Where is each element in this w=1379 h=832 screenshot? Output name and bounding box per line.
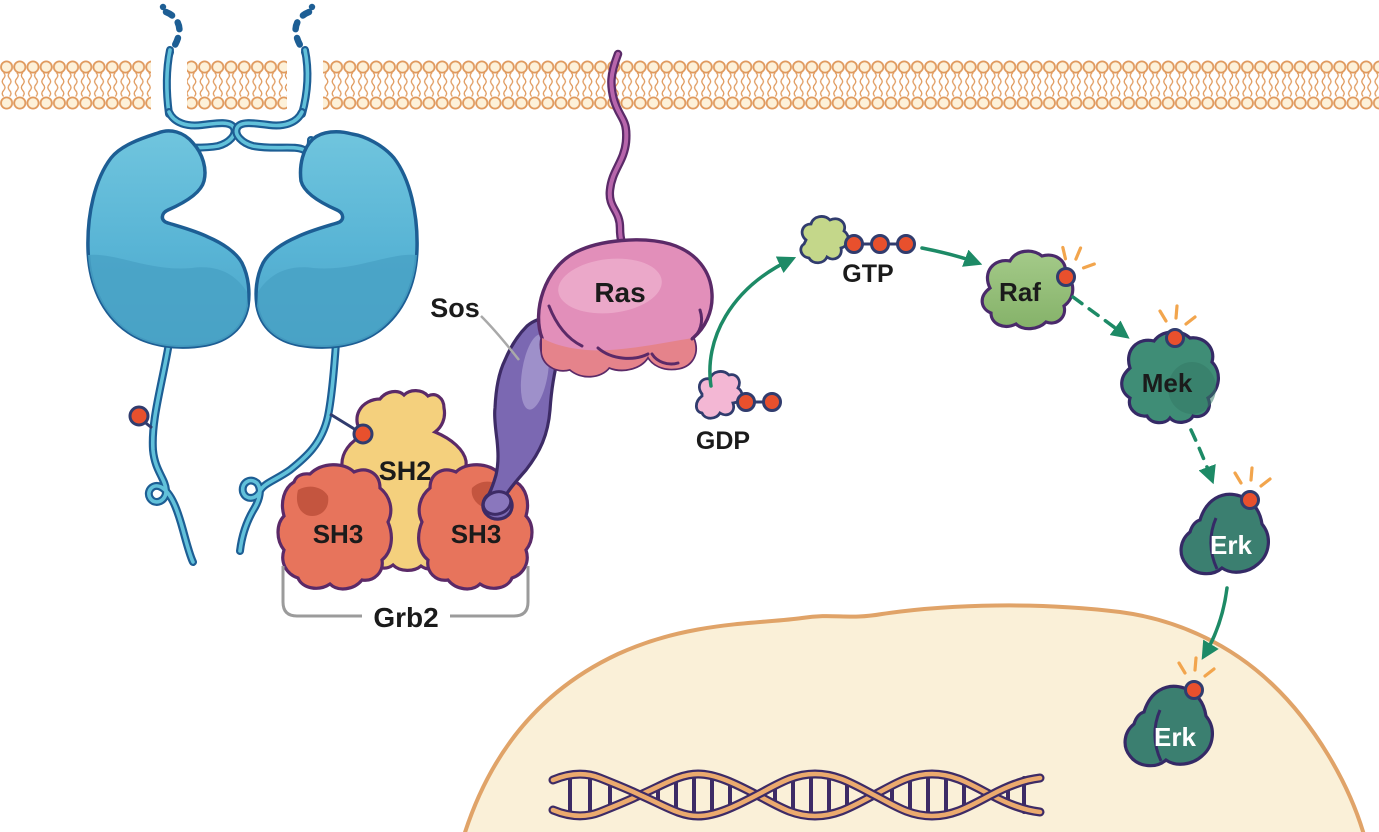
sos-label: Sos [430,293,480,323]
mek-shading [1168,362,1216,414]
receptor-tail-right [236,339,340,555]
ras-protein [536,238,714,378]
gdp-label: GDP [696,427,750,455]
receptor-ectodomain-dashes-left [159,3,183,58]
ras-label: Ras [594,277,645,308]
sh3-left-shadow [296,486,329,516]
nuclear-envelope [463,603,1366,832]
phospho-dot [1184,680,1204,700]
lipid-bilayer [0,60,1379,110]
erk-lobe-line [1153,709,1163,762]
phosphate-dot [762,392,782,412]
gtp-blob [799,215,850,265]
gtp-raf-activation-arrow [920,246,983,267]
phosphate-dot [844,234,864,254]
erk-nuclear-label: Erk [1154,722,1196,752]
gtp-molecule [799,215,916,265]
phospho-dot [1240,490,1260,510]
ras-fold [596,346,650,360]
activation-rays [1158,304,1197,326]
grb2-bracket [281,566,530,618]
erk-kinase-cytoplasmic [1179,466,1272,576]
phosphotyrosine-right [329,412,374,445]
phosphotyrosine-left [128,405,153,430]
receptor-domain-right-shading [257,254,417,348]
phosphate-dot [128,405,150,427]
receptor-domain-left-shading [88,254,248,348]
erk-lobe-line [1209,517,1219,570]
sos-pointer-line [480,315,520,361]
raf-label: Raf [999,277,1041,307]
nucleus [463,603,1366,832]
juxtamembrane-linker-right [232,108,315,155]
ras-fold [547,304,584,348]
phosphate-dot [870,234,890,254]
ras-highlight [558,258,662,314]
phosphate-dot [352,423,374,445]
erk-kinase-nuclear [1123,656,1216,768]
sh3-left-label: SH3 [313,519,364,549]
raf-kinase [980,241,1100,331]
gdp-molecule [694,370,782,420]
mek-erk-arrow [1189,428,1216,485]
receptor-ectodomain-dashes-right [292,3,316,58]
gdp-gtp-exchange-arrow [708,256,797,388]
phospho-dot [1165,328,1185,348]
dna-strand-a [548,769,1045,821]
sos-foot [481,490,513,516]
phosphate-dot [896,234,916,254]
sh2-label: SH2 [379,456,432,486]
erk-nuclear-import-arrow [1201,586,1229,660]
phospho-dot [1056,267,1076,287]
receptor-tail-left [144,339,197,566]
dna-strand-b [548,769,1045,821]
gdp-blob [694,370,744,420]
grb2-label: Grb2 [373,602,438,633]
ras-fold [690,308,704,341]
gtp-label: GTP [842,260,893,288]
phosphate-dot [736,392,756,412]
transmembrane-helix-right [298,46,312,118]
ras-fold [650,352,680,366]
activation-rays [1233,466,1272,488]
raf-mek-arrow [1071,295,1130,339]
plasma-membrane [0,56,1379,114]
dna-double-helix [548,769,1045,821]
raf-body [980,249,1075,331]
receptor-tyrosine-kinase [86,3,419,566]
mek-label: Mek [1142,368,1193,398]
transmembrane-helix-left [162,46,174,118]
sh3-right-label: SH3 [451,519,502,549]
erk-label: Erk [1210,530,1252,560]
sos-protein [481,316,572,521]
ras-membrane-anchor [605,49,631,248]
mek-kinase [1120,304,1220,425]
